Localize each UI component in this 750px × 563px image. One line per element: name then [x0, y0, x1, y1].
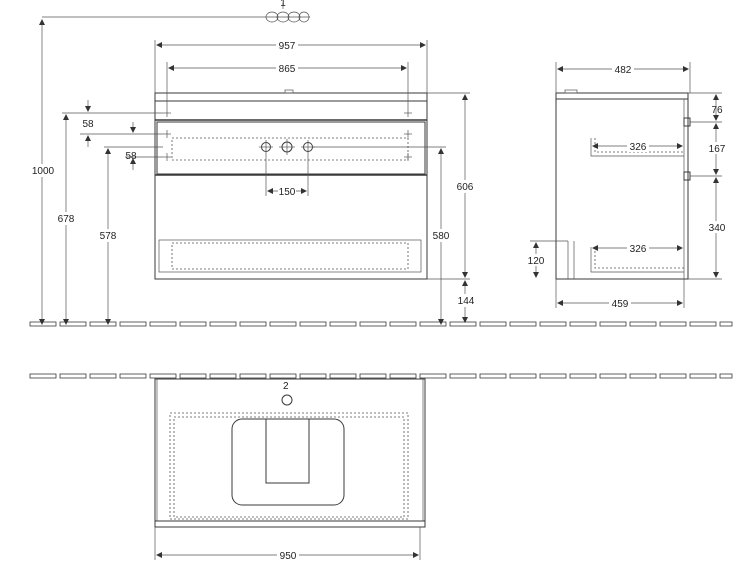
floor-segment [119, 373, 147, 379]
floor-segment [419, 373, 447, 379]
dim-side-340: 340 [709, 223, 726, 234]
floor-segment [599, 373, 627, 379]
floor-segment [119, 321, 147, 327]
floor-segment [59, 321, 87, 327]
top-dimensions: 950 [154, 527, 421, 562]
dim-height-580: 580 [433, 231, 450, 242]
top-view: 2 [154, 378, 426, 528]
floor-segment [149, 321, 177, 327]
dim-height-578: 578 [100, 231, 117, 242]
floor-segment [179, 321, 207, 327]
front-fixing-marks [163, 109, 412, 161]
floor-segment [539, 321, 567, 327]
floor-segment [239, 321, 267, 327]
floor-segment [479, 373, 507, 379]
dim-top-width: 957 [279, 41, 296, 52]
floor-segment [389, 373, 417, 379]
floor-segment [509, 373, 537, 379]
dim-side-167: 167 [709, 144, 726, 155]
floor-segment [569, 373, 597, 379]
floor-segment [689, 373, 717, 379]
side-countertop [555, 92, 689, 100]
floor-segment [89, 321, 117, 327]
front-tap-base [284, 89, 294, 94]
dim-height-144: 144 [458, 296, 475, 307]
floor-segment [659, 321, 687, 327]
floor-segment [569, 321, 597, 327]
floor-segment [269, 373, 297, 379]
item-1-symbol: 1 [265, 0, 310, 23]
floor-segment [719, 321, 733, 327]
front-upper-drawer [156, 121, 426, 175]
floor-segment [689, 321, 717, 327]
floor-segment [629, 373, 657, 379]
dim-height-678: 678 [58, 214, 75, 225]
floor-segment [29, 321, 57, 327]
dim-drawer-depth-upper: 326 [630, 142, 647, 153]
dim-total-height: 1000 [32, 166, 55, 177]
item-2-label: 2 [283, 381, 289, 392]
front-view [154, 89, 428, 280]
floor-segment [359, 321, 387, 327]
floor-segment [29, 373, 57, 379]
floor-segment [629, 321, 657, 327]
floor-segment [509, 321, 537, 327]
dim-inner-width: 865 [279, 64, 296, 75]
floor-segment [179, 373, 207, 379]
front-lower-drawer-inner [158, 239, 422, 273]
floor-segment [359, 373, 387, 379]
front-lower-drawer-dash [171, 242, 409, 270]
floor-segment [209, 321, 237, 327]
front-cabinet-body [154, 100, 428, 280]
floor-segment [89, 373, 117, 379]
floor-segment [719, 373, 733, 379]
front-dimensions: 1000 957 865 58 58 678 578 [30, 16, 477, 325]
floor-segment [389, 321, 417, 327]
item-1-label: 1 [280, 0, 286, 9]
floor-segment [209, 373, 237, 379]
floor-segment [59, 373, 87, 379]
dim-side-depth-top: 482 [615, 65, 632, 76]
floor-segment [449, 373, 477, 379]
dim-drawer-depth-lower: 326 [630, 244, 647, 255]
floor-segment [419, 321, 447, 327]
floor-line-upper [29, 321, 733, 327]
dim-side-120: 120 [528, 256, 545, 267]
floor-segment [149, 373, 177, 379]
top-tap-hole [281, 394, 293, 406]
top-countertop [154, 378, 426, 528]
top-basin-overflow [265, 419, 310, 484]
side-cabinet-body [555, 98, 689, 280]
dim-side-76: 76 [711, 105, 723, 116]
dim-offset-second: 58 [125, 151, 137, 162]
floor-segment [479, 321, 507, 327]
front-tap-holes [259, 139, 315, 155]
floor-segment [659, 373, 687, 379]
floor-segment [299, 321, 327, 327]
floor-segment [269, 321, 297, 327]
floor-segment [329, 321, 357, 327]
dim-side-depth-bottom: 459 [612, 299, 629, 310]
floor-segment [539, 373, 567, 379]
floor-line-lower [29, 373, 733, 379]
floor-segment [299, 373, 327, 379]
floor-segment [329, 373, 357, 379]
floor-segment [449, 321, 477, 327]
dim-height-606: 606 [457, 182, 474, 193]
floor-segment [239, 373, 267, 379]
dim-bottom-width: 950 [280, 551, 297, 562]
side-dimensions: 482 76 167 340 326 326 120 459 [525, 62, 728, 310]
dim-hole-spacing: 150 [279, 187, 296, 198]
dim-offset-top: 58 [82, 119, 94, 130]
side-view [555, 89, 691, 280]
front-upper-drawer-inner [171, 137, 409, 161]
floor-segment [599, 321, 627, 327]
front-countertop [154, 92, 428, 102]
top-basin [231, 418, 345, 506]
top-cabinet-outline [169, 412, 409, 520]
